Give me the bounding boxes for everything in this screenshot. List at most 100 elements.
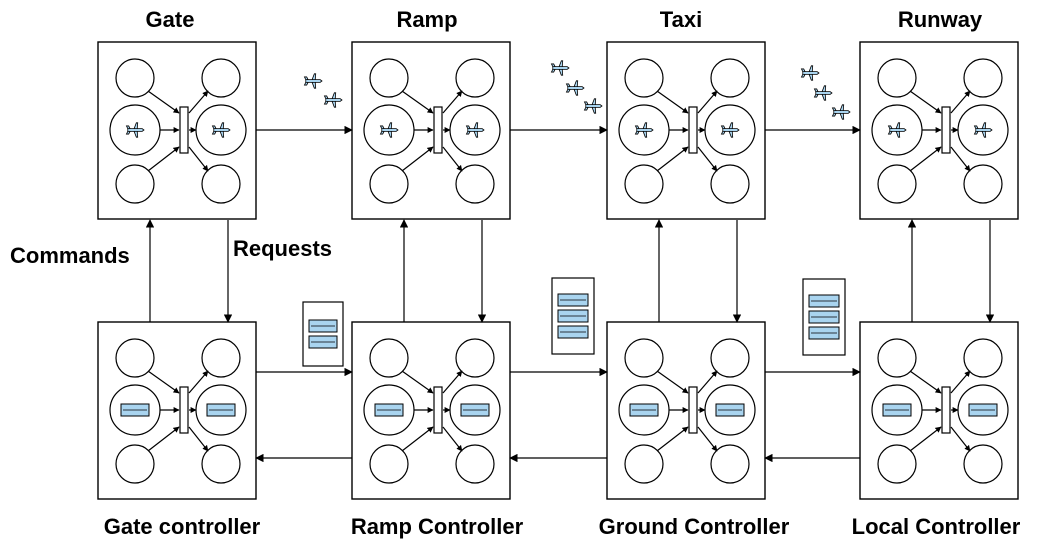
airplane-icon [973,122,993,138]
queue-circle [877,164,917,204]
airplane-tail [303,76,309,86]
stage-box-1 [351,41,511,220]
flight-strip-icon [460,403,490,417]
airplane-wings [642,122,648,138]
arrow [697,90,718,114]
airplane-icon [831,104,851,120]
queue-circle [624,58,664,98]
queue-circle [877,58,917,98]
arrow [442,370,463,394]
airplane-wings [133,122,139,138]
arrow [697,370,718,394]
flight-strip-icon [968,403,998,417]
dispatcher-bar [433,106,443,154]
flight-strip-icon [374,403,404,417]
queue-circle [963,338,1003,378]
queue-circle [710,58,750,98]
queue-circle [710,164,750,204]
arrow [401,90,434,114]
airplane-fuselage [889,128,907,132]
airplane-wings [387,122,393,138]
arrow [909,370,942,394]
arrow [442,426,463,452]
airplane-wings [821,85,827,101]
arrow [697,426,718,452]
airplane-wings [573,80,579,96]
airplane-tail [379,125,385,135]
airplane-wings [473,122,479,138]
arrow [950,370,971,394]
queue-circle [455,58,495,98]
airplane-wings [591,98,597,114]
controller-box-0 [97,321,257,500]
airplane-fuselage [127,128,145,132]
airplane-icon [211,122,231,138]
controller-label-ground: Ground Controller [599,514,790,539]
stage-box-0 [97,41,257,220]
arrow [950,146,971,172]
airplane-fuselage [567,86,585,90]
message-document-icon [302,301,344,367]
airplane-icon [379,122,399,138]
queue-circle [624,164,664,204]
airplane-wings [311,73,317,89]
stage-label-ramp: Ramp [396,7,457,32]
stage-label-runway: Runway [898,7,983,32]
airplane-fuselage [802,71,820,75]
airplane-tail [323,95,329,105]
arrow [656,146,689,172]
stage-box-2 [606,41,766,220]
flight-strip-icon [882,403,912,417]
arrow [147,90,180,114]
airplane-tail [583,101,589,111]
airplane-fuselage [325,98,343,102]
airplane-icon [303,73,323,89]
controller-box-1 [351,321,511,500]
arrow [656,370,689,394]
flight-strip-icon [808,294,840,308]
airplane-tail [465,125,471,135]
flight-strip-icon [308,319,338,333]
controller-box-3 [859,321,1019,500]
airplane-icon [583,98,603,114]
queue-circle [115,164,155,204]
arrow [909,90,942,114]
airplane-icon [720,122,740,138]
queue-circle [201,444,241,484]
queue-circle [201,338,241,378]
arrow [909,426,942,452]
queue-circle [369,58,409,98]
flight-strip-icon [308,335,338,349]
queue-circle [710,444,750,484]
flight-strip-icon [808,326,840,340]
arrow [188,370,209,394]
airplane-icon [323,92,343,108]
flight-strip-icon [629,403,659,417]
boxes-group [97,41,1019,500]
arrow [147,370,180,394]
flight-strip-icon [557,325,589,339]
arrow [442,146,463,172]
message-document-icon [551,277,595,355]
dispatcher-bar [688,106,698,154]
airplane-fuselage [585,104,603,108]
queue-circle [369,444,409,484]
airplane-fuselage [213,128,231,132]
arrow [188,146,209,172]
airplane-wings [839,104,845,120]
requests-label: Requests [233,236,332,261]
arrow [950,90,971,114]
dispatcher-bar [941,106,951,154]
queue-circle [115,58,155,98]
stage-label-taxi: Taxi [660,7,702,32]
airplane-wings [219,122,225,138]
queue-circle [369,164,409,204]
airplane-fuselage [467,128,485,132]
controller-box-2 [606,321,766,500]
arrow [656,90,689,114]
airplane-icon [465,122,485,138]
queue-circle [963,164,1003,204]
airplane-tail [565,83,571,93]
arrow [442,90,463,114]
